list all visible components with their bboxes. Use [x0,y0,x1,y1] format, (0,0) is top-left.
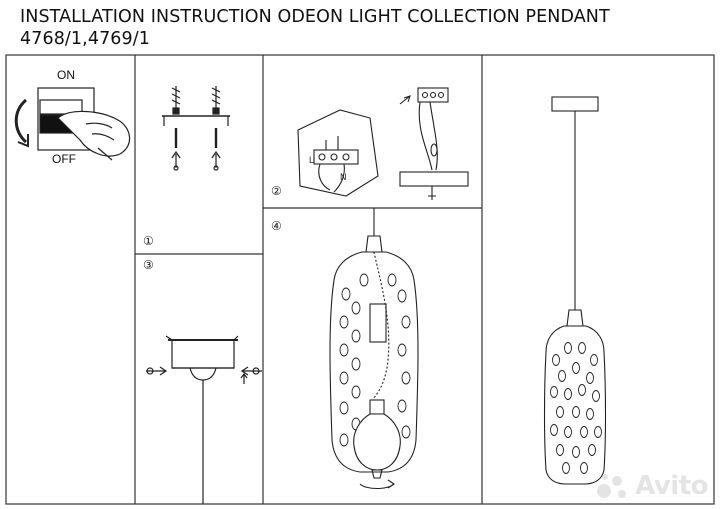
shade-assembly-illustration [329,208,419,490]
switch-off-label: OFF [52,152,76,166]
document-title: INSTALLATION INSTRUCTION ODEON LIGHT COL… [20,6,610,50]
frame-outer [5,54,715,505]
finished-pendant-illustration [543,96,607,485]
step-1-marker: ① [143,234,154,248]
wire-live-symbol: L [309,155,314,165]
title-line-1: INSTALLATION INSTRUCTION ODEON LIGHT COL… [20,7,610,27]
switch-illustration [14,87,131,161]
screws-illustration [162,86,230,171]
step-4-marker: ④ [271,219,282,233]
watermark-text: Avito [635,471,708,501]
canopy-mount-illustration [146,335,262,504]
wiring-illustration [297,87,469,200]
title-line-2: 4768/1,4769/1 [20,29,150,49]
watermark: Avito [595,471,708,501]
wire-neutral-symbol: N [340,172,347,182]
switch-on-label: ON [57,68,75,82]
step-2-marker: ② [271,184,282,198]
step-3-marker: ③ [143,258,154,272]
avito-dots-icon [597,474,627,498]
